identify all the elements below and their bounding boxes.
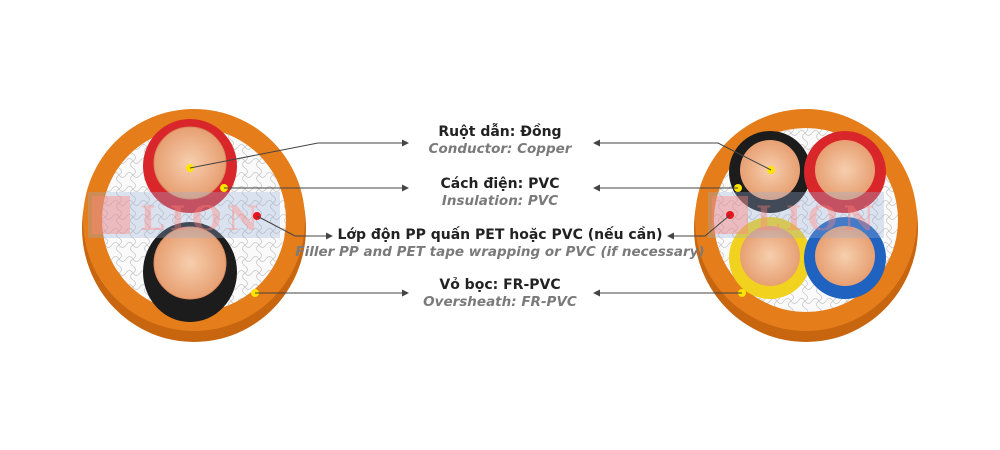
label-en: Conductor: Copper — [428, 141, 572, 157]
label-en: Filler PP and PET tape wrapping or PVC (… — [295, 244, 705, 260]
copper-conductor — [815, 226, 875, 286]
label-filler: Lớp độn PP quấn PET hoặc PVC (nếu cần) F… — [290, 227, 710, 261]
label-oversheath: Vỏ bọc: FR-PVC Oversheath: FR-PVC — [300, 277, 700, 311]
label-insulation: Cách điện: PVC Insulation: PVC — [300, 176, 700, 210]
label-conductor: Ruột dẫn: Đồng Conductor: Copper — [300, 124, 700, 158]
label-vi: Vỏ bọc: FR-PVC — [439, 277, 561, 293]
label-vi: Ruột dẫn: Đồng — [438, 124, 562, 140]
leader-lines — [189, 139, 772, 297]
two-core-cable: LION — [82, 109, 306, 342]
copper-conductor — [153, 226, 227, 300]
label-en: Insulation: PVC — [441, 193, 559, 209]
svg-text:LION: LION — [140, 199, 265, 239]
label-en: Oversheath: FR-PVC — [423, 294, 577, 310]
lion-watermark: LION — [708, 192, 884, 239]
svg-text:LION: LION — [756, 199, 881, 239]
copper-conductor — [153, 126, 227, 200]
lion-watermark: LION — [88, 192, 280, 239]
label-vi: Cách điện: PVC — [440, 176, 560, 192]
copper-conductor — [815, 140, 875, 200]
label-vi: Lớp độn PP quấn PET hoặc PVC (nếu cần) — [337, 227, 663, 243]
four-core-cable: LION — [694, 109, 918, 342]
copper-conductor — [740, 226, 800, 286]
